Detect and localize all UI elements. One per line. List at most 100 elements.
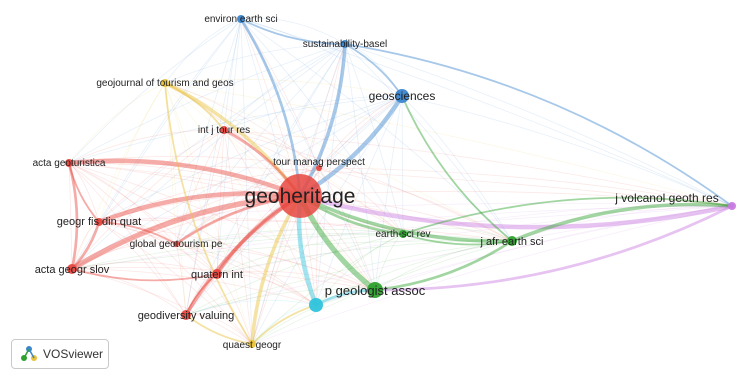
link-globalgeotour-geogrfis[interactable]: [98, 221, 177, 245]
background-link: [98, 95, 403, 223]
node-jvolcanol[interactable]: [728, 202, 736, 210]
node-label-globalgeotour[interactable]: global geotourism pe: [130, 239, 223, 250]
node-label-quatern[interactable]: quatern int: [191, 269, 243, 281]
background-link: [185, 18, 242, 316]
node-label-jvolcanol[interactable]: j volcanol geoth res: [614, 191, 718, 205]
node-label-geosciences[interactable]: geosciences: [369, 89, 436, 103]
node-environ[interactable]: [237, 15, 245, 23]
node-geogrfis[interactable]: [95, 218, 103, 226]
node-label-jafr[interactable]: j afr earth sci: [480, 236, 544, 248]
node-actageotur[interactable]: [65, 159, 73, 167]
link-geoheritage-jvolcanol[interactable]: [297, 193, 735, 230]
background-link: [216, 205, 733, 275]
background-link: [315, 167, 320, 306]
link-actageogr-actageotur[interactable]: [67, 161, 79, 271]
link-geoheritage-actageotur[interactable]: [66, 158, 303, 199]
background-link: [71, 82, 166, 270]
node-geojournal[interactable]: [161, 79, 169, 87]
background-link: [71, 43, 346, 270]
background-link: [68, 162, 177, 245]
node-label-environ[interactable]: environ earth sci: [204, 14, 277, 25]
node-geosciences[interactable]: [395, 89, 409, 103]
node-tourmanag[interactable]: [316, 165, 322, 171]
background-link: [164, 82, 253, 345]
background-link: [164, 82, 404, 235]
link-pgeologist-jafr[interactable]: [373, 239, 514, 292]
node-label-tourmanag[interactable]: tour manag perspect: [273, 157, 365, 168]
background-link: [71, 261, 218, 275]
link-earthsci-jafr[interactable]: [402, 233, 513, 246]
background-link: [71, 233, 404, 270]
node-label-actageogr[interactable]: acta geogr slov: [35, 264, 110, 276]
background-link: [98, 43, 346, 223]
background-link: [71, 205, 733, 270]
node-label-geogrfis[interactable]: geogr fis din quat: [57, 216, 141, 228]
link-geosciences-sustain[interactable]: [344, 43, 403, 97]
link-geojournal-quaest[interactable]: [164, 82, 253, 345]
node-label-geoheritage[interactable]: geoheritage: [245, 185, 356, 208]
link-environ-sustain[interactable]: [240, 18, 346, 45]
node-pgeologist[interactable]: [367, 282, 383, 298]
background-link: [318, 43, 346, 169]
node-earthsci[interactable]: [399, 230, 407, 238]
background-link: [68, 18, 242, 164]
link-actageogr-quatern[interactable]: [71, 268, 218, 282]
background-link: [216, 273, 317, 306]
background-link: [185, 240, 513, 316]
link-geoheritage-actageogr[interactable]: [69, 193, 303, 272]
background-link: [164, 82, 225, 131]
node-actageogr[interactable]: [67, 264, 77, 274]
background-link: [402, 205, 733, 235]
background-link: [374, 205, 733, 291]
link-pgeologist-jvolcanol[interactable]: [373, 204, 734, 292]
background-link: [251, 205, 733, 345]
background-link: [175, 243, 187, 316]
background-link: [175, 243, 317, 306]
node-cyannode[interactable]: [309, 298, 323, 312]
background-link: [68, 162, 404, 235]
node-quaest[interactable]: [248, 340, 256, 348]
node-label-geojournal[interactable]: geojournal of tourism and geos: [96, 78, 233, 89]
link-geodiv-quaest[interactable]: [185, 314, 253, 345]
link-jvolcanol-earthsci[interactable]: [402, 196, 733, 235]
background-link: [175, 129, 225, 245]
background-link: [71, 242, 177, 270]
link-intjtour-geojournal[interactable]: [164, 82, 225, 131]
link-actageotur-geogrfis[interactable]: [68, 162, 100, 223]
background-link: [98, 221, 317, 306]
node-label-actageotur[interactable]: acta geoturistica: [33, 158, 106, 169]
link-jvolcanol-sustain[interactable]: [344, 43, 733, 207]
background-link: [98, 217, 404, 235]
node-label-sustain[interactable]: sustainability-basel: [303, 39, 388, 50]
background-link: [175, 18, 242, 245]
node-geoheritage[interactable]: [278, 174, 322, 218]
node-quatern[interactable]: [212, 269, 222, 279]
node-label-pgeologist[interactable]: p geologist assoc: [325, 283, 426, 298]
link-geosciences-jafr[interactable]: [401, 95, 513, 242]
link-geoheritage-environ[interactable]: [239, 17, 302, 198]
vosviewer-badge[interactable]: VOSviewer: [11, 339, 109, 369]
node-label-quaest[interactable]: quaest geogr: [223, 340, 282, 351]
node-jafr[interactable]: [507, 236, 517, 246]
link-geoheritage-geogrfis[interactable]: [96, 191, 303, 225]
node-label-intjtour[interactable]: int j tour res: [198, 125, 250, 136]
node-geodiv[interactable]: [181, 310, 191, 320]
background-link: [315, 240, 513, 306]
background-link: [164, 82, 218, 275]
background-link: [68, 162, 218, 275]
background-link: [71, 268, 317, 306]
background-link: [68, 43, 346, 164]
background-link: [223, 129, 253, 345]
background-link: [68, 129, 225, 164]
background-link: [318, 167, 404, 235]
node-label-geodiv[interactable]: geodiversity valuing: [138, 310, 235, 322]
link-cyannode-quaest[interactable]: [251, 304, 317, 345]
background-link: [315, 43, 346, 306]
node-globalgeotour[interactable]: [173, 241, 179, 247]
background-link: [223, 129, 317, 306]
node-label-earthsci[interactable]: earth-sci rev: [375, 229, 430, 240]
link-jvolcanol-jafr[interactable]: [510, 202, 734, 243]
node-intjtour[interactable]: [220, 126, 228, 134]
node-sustain[interactable]: [341, 40, 349, 48]
